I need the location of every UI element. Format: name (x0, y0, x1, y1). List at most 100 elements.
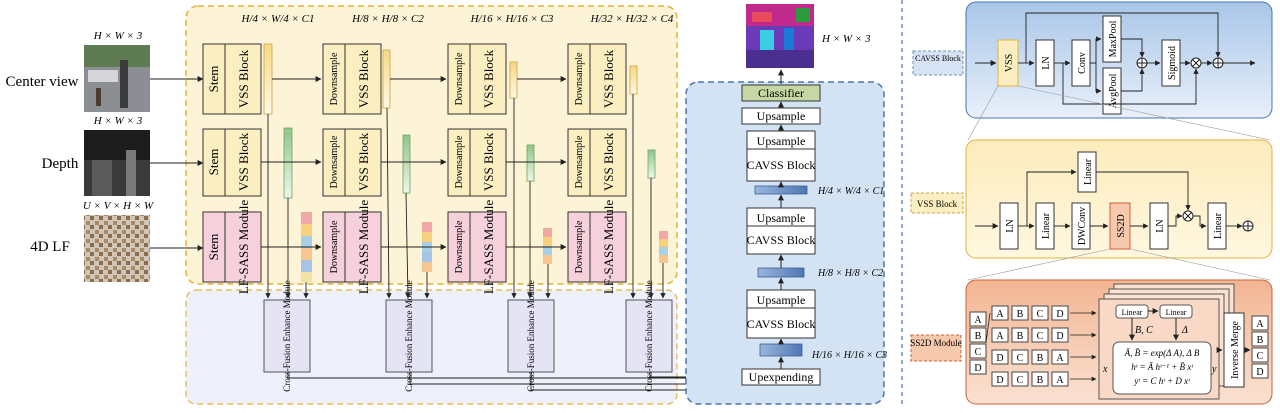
cavss-ln-node: LN (1035, 39, 1055, 87)
svg-text:LN: LN (1155, 219, 1166, 232)
downsample-label: Downsample (574, 52, 585, 105)
svg-text:C: C (1037, 331, 1044, 342)
svg-text:D: D (996, 353, 1003, 364)
svg-text:C: C (1017, 353, 1024, 364)
input-center-dims: H × W × 3 (93, 30, 143, 42)
input-lf-label: 4D LF (30, 239, 70, 255)
fusion-label: Cross-Fusion Enhance Module (282, 280, 292, 392)
input-4d-lf: U × V × H × W 4D LF (30, 200, 154, 282)
vss-ln-node: LN (999, 202, 1019, 250)
cavss-group-1: Upsample CAVSS Block (746, 130, 816, 182)
svg-text:Linear: Linear (1083, 158, 1094, 185)
svg-text:A: A (974, 315, 982, 326)
vss-block-label: VSS Block (236, 49, 251, 108)
fusion-label: Cross-Fusion Enhance Module (644, 280, 654, 392)
svg-text:D: D (1056, 331, 1063, 342)
svg-text:MaxPool: MaxPool (1108, 20, 1119, 57)
svg-text:CAVSS Block: CAVSS Block (915, 54, 961, 63)
svg-text:B: B (1017, 309, 1024, 320)
downsample-label: Downsample (454, 52, 465, 105)
cavss-group-2: Upsample CAVSS Block (746, 207, 816, 255)
stage1-row2: Stem VSS Block (202, 128, 262, 197)
svg-text:CAVSS Block: CAVSS Block (747, 317, 816, 331)
svg-text:A: A (1056, 353, 1064, 364)
upexpending-box: Upexpending (741, 368, 821, 386)
lf-sass-label: LF-SASS Module (601, 200, 616, 294)
svg-text:CAVSS Block: CAVSS Block (747, 233, 816, 247)
vss-block-label: VSS Block (601, 49, 616, 108)
cavss-panel-title: CAVSS Block (912, 50, 964, 76)
svg-text:B: B (1037, 353, 1044, 364)
lf-sass-label: LF-SASS Module (356, 200, 371, 294)
svg-text:Upexpending: Upexpending (749, 370, 814, 384)
svg-text:Ā, B̄ = exp(Δ A), Δ B: Ā, B̄ = exp(Δ A), Δ B (1124, 348, 1200, 358)
svg-text:VSS Block: VSS Block (917, 199, 958, 209)
svg-text:Inverse Merge: Inverse Merge (1230, 321, 1241, 379)
svg-text:B, C: B, C (1135, 325, 1153, 336)
svg-text:C: C (975, 347, 982, 358)
stage-dims-1: H/4 × W/4 × C1 (241, 13, 315, 25)
fusion-module-4: Cross-Fusion Enhance Module (625, 280, 673, 392)
svg-text:Linear: Linear (1041, 212, 1052, 239)
svg-text:Linear: Linear (1122, 308, 1143, 317)
svg-text:yᵗ = C hᵗ + D xᵗ: yᵗ = C hᵗ + D xᵗ (1133, 376, 1190, 386)
cavss-avgpool-node: AvgPool (1102, 67, 1122, 115)
svg-text:SS2D: SS2D (1116, 214, 1127, 237)
fusion-module-2: Cross-Fusion Enhance Module (385, 280, 433, 392)
downsample-label: Downsample (454, 135, 465, 188)
downsample-label: Downsample (329, 135, 340, 188)
downsample-label: Downsample (574, 135, 585, 188)
input-center-view: H × W × 3 Center view (6, 30, 150, 112)
upsample-top: Upsample (741, 107, 821, 125)
input-depth: H × W × 3 Depth (42, 115, 150, 196)
ss2d-scan-rows: A B C D A B C D D C B A D C B A (991, 305, 1069, 387)
vss-ss2d-node: SS2D (1109, 202, 1131, 250)
vss-linear-node: Linear (1035, 202, 1055, 250)
ss2d-x-label: x (1102, 364, 1108, 375)
svg-text:B: B (1017, 331, 1024, 342)
ss2d-input-column: A B C D (969, 311, 987, 375)
lf-sass-label: LF-SASS Module (236, 200, 251, 294)
feature-bar-3 (759, 343, 803, 357)
svg-text:Δ: Δ (1181, 325, 1188, 336)
stage-dims-2: H/8 × H/8 × C2 (351, 13, 424, 25)
stage-dims-3: H/16 × H/16 × C3 (470, 13, 554, 25)
svg-text:C: C (1257, 351, 1264, 362)
svg-text:D: D (974, 363, 981, 374)
ss2d-scan-card: Linear Linear B, C Δ Ā, B̄ = exp(Δ A), Δ… (1098, 298, 1220, 400)
output-segmentation (746, 4, 814, 68)
svg-text:B: B (975, 331, 982, 342)
fusion-label: Cross-Fusion Enhance Module (404, 280, 414, 392)
cavss-conv-node: Conv (1071, 39, 1091, 87)
vss-panel-title: VSS Block (910, 192, 964, 214)
svg-text:C: C (1037, 309, 1044, 320)
svg-text:LN: LN (1005, 219, 1016, 232)
vss-ln2-node: LN (1149, 202, 1169, 250)
decoder-dims-2: H/8 × H/8 × C2 (817, 268, 883, 279)
svg-text:D: D (996, 375, 1003, 386)
vss-linear-out-node: Linear (1207, 202, 1227, 250)
svg-text:B: B (1257, 335, 1264, 346)
classifier-box: Classifier (741, 84, 821, 102)
fusion-module-3: Cross-Fusion Enhance Module (507, 280, 555, 392)
lf-sass-label: LF-SASS Module (481, 200, 496, 294)
svg-text:C: C (1017, 375, 1024, 386)
vss-dwconv-node: DWConv (1071, 202, 1091, 250)
classifier-label: Classifier (758, 86, 804, 100)
svg-text:Sigmoid: Sigmoid (1167, 46, 1178, 80)
stage-dims-4: H/32 × H/32 × C4 (590, 13, 674, 25)
vss-block-label: VSS Block (601, 132, 616, 191)
downsample-label: Downsample (329, 52, 340, 105)
feature-bar-2 (757, 267, 805, 278)
ss2d-panel-title: SS2D Module (910, 334, 962, 362)
ss2d-y-label: y (1211, 364, 1217, 375)
svg-text:Upsample: Upsample (757, 293, 806, 307)
input-center-label: Center view (6, 74, 79, 90)
vss-block-label: VSS Block (236, 132, 251, 191)
stage1-row1: Stem VSS Block (202, 43, 262, 115)
svg-text:CAVSS Block: CAVSS Block (747, 158, 816, 172)
svg-text:Upsample: Upsample (757, 134, 806, 148)
ss2d-inverse-merge: Inverse Merge (1223, 312, 1245, 388)
lf-image (84, 215, 150, 282)
svg-text:VSS: VSS (1004, 54, 1015, 72)
